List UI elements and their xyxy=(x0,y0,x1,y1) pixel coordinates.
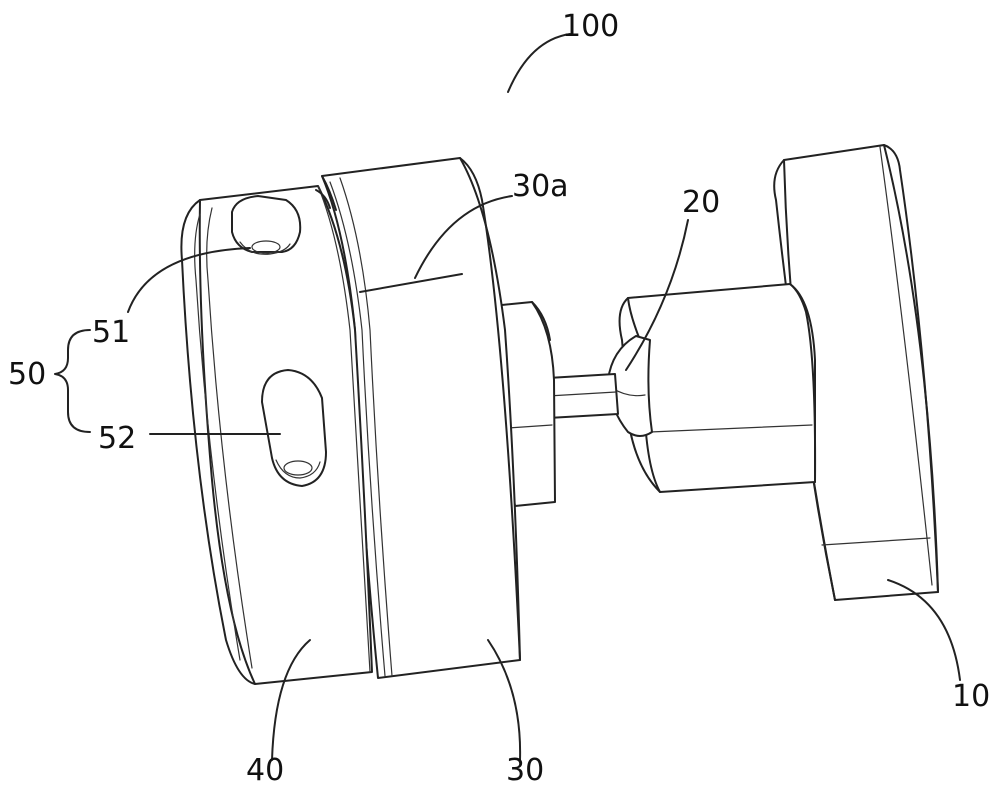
shaft xyxy=(547,373,619,419)
boss-20 xyxy=(607,283,817,493)
label-20: 20 xyxy=(682,185,720,220)
leader-30 xyxy=(487,639,522,761)
leader-lines xyxy=(54,33,961,761)
leader-30a xyxy=(359,273,463,293)
brace-50 xyxy=(54,329,91,433)
label-30: 30 xyxy=(506,753,544,788)
leader-30a-curve xyxy=(414,195,513,279)
leader-51 xyxy=(127,247,251,313)
leader-20 xyxy=(625,219,689,371)
leader-10 xyxy=(887,579,961,681)
label-51: 51 xyxy=(92,315,130,350)
cylinder-40 xyxy=(180,185,373,685)
reference-labels: 100 30a 20 50 51 52 40 30 10 xyxy=(8,9,990,788)
label-50: 50 xyxy=(8,357,46,392)
label-30a: 30a xyxy=(512,169,569,204)
leader-40 xyxy=(271,639,311,761)
label-52: 52 xyxy=(98,421,136,456)
label-40: 40 xyxy=(246,753,284,788)
label-10: 10 xyxy=(952,679,990,714)
opening-52 xyxy=(261,369,327,487)
label-100: 100 xyxy=(562,9,619,44)
leader-100 xyxy=(507,33,571,93)
